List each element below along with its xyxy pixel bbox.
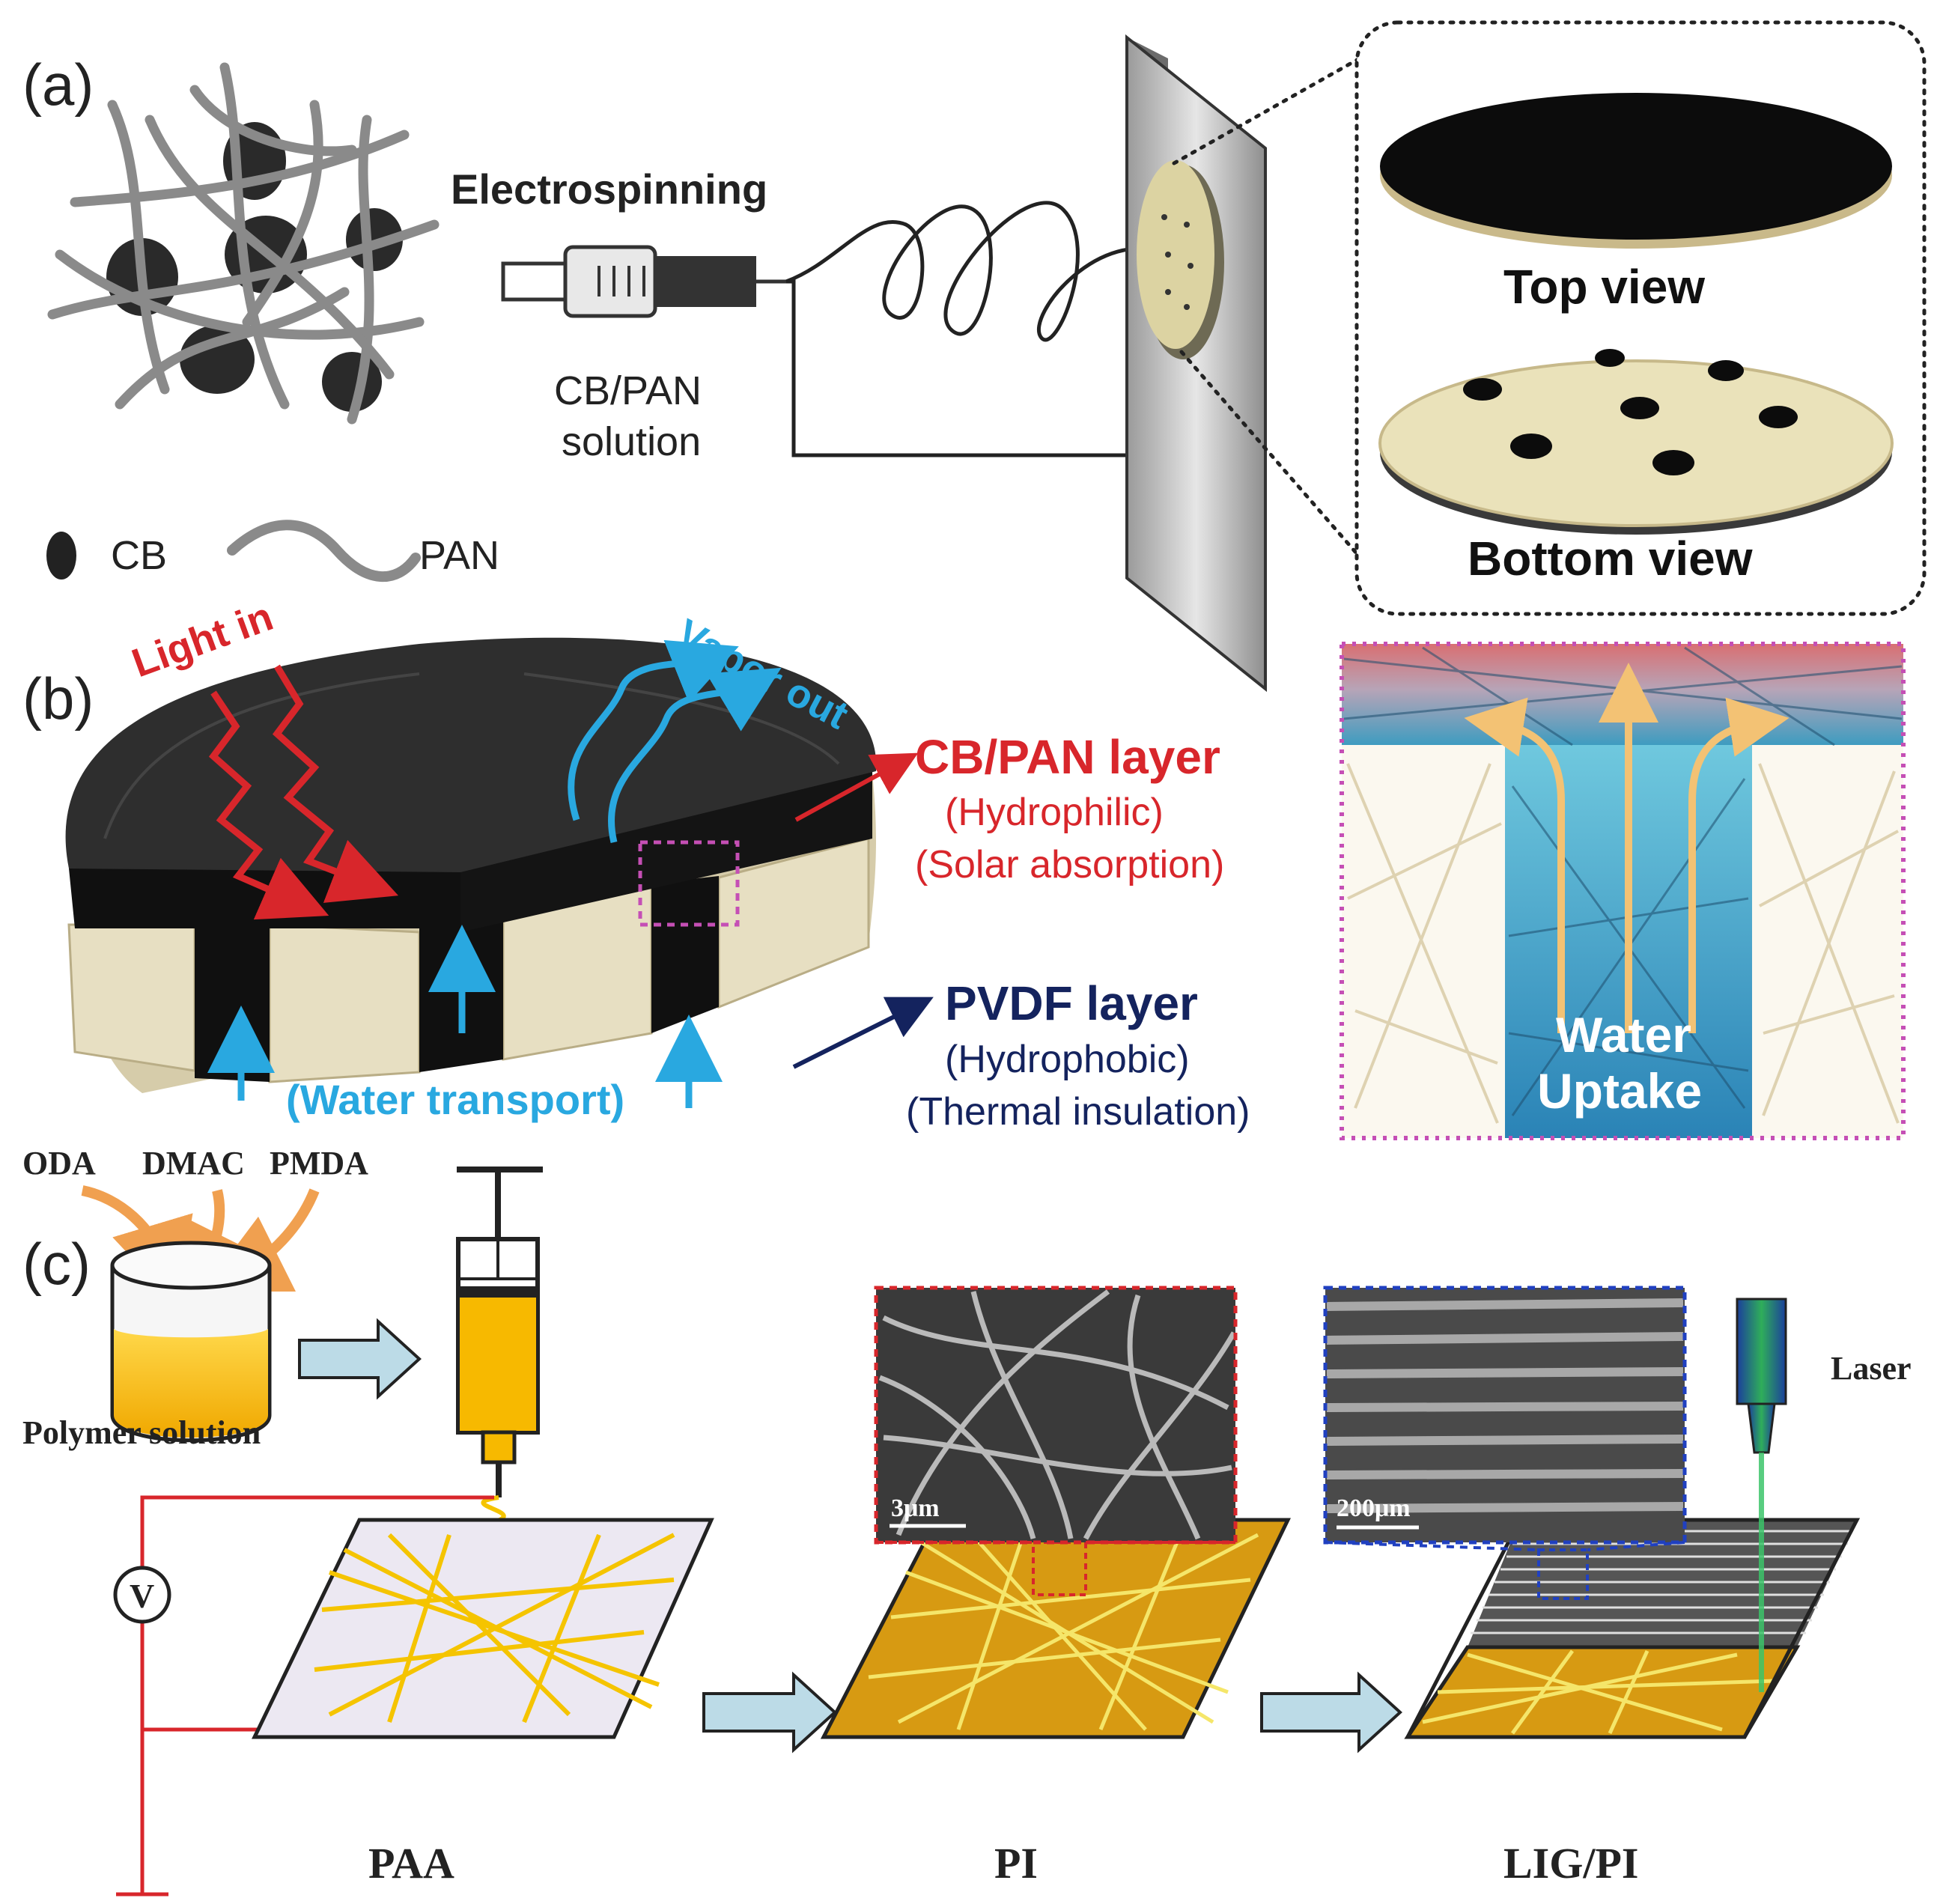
cb-pan-layer-title: CB/PAN layer	[915, 730, 1220, 784]
beaker	[110, 1241, 272, 1443]
reagent-pmda: PMDA	[270, 1145, 368, 1181]
laser-label: Laser	[1831, 1350, 1912, 1387]
pan-legend-symbol	[227, 520, 421, 582]
cb-pan-solution-line1: CB/PAN	[554, 368, 702, 413]
legend: CB PAN	[46, 520, 499, 582]
sem-pi-scale-label: 3μm	[891, 1494, 940, 1522]
light-in-label: Light in	[127, 594, 279, 686]
water-transport-label: (Water transport)	[286, 1076, 624, 1123]
panel-a: (a)	[22, 20, 1927, 693]
cb-legend-symbol	[46, 532, 76, 580]
pan-legend-label: PAN	[419, 533, 499, 578]
bottom-view-label: Bottom view	[1468, 532, 1753, 586]
top-view-disk	[1380, 93, 1892, 249]
evaporator-disk	[65, 637, 877, 1093]
water-uptake-line1: Water	[1556, 1007, 1691, 1062]
lig-pi-mat	[1404, 1518, 1861, 1739]
voltmeter-label: V	[130, 1577, 154, 1615]
polymer-solution-label: Polymer solution	[22, 1414, 261, 1451]
panel-c: (c) ODA DMAC PMDA Polymer solution	[22, 1145, 1912, 1897]
pi-mat	[820, 1518, 1291, 1739]
bottom-view-disk	[1378, 349, 1894, 535]
paa-label: PAA	[368, 1839, 454, 1888]
syringe-c	[440, 1167, 543, 1634]
voltmeter	[113, 1566, 171, 1624]
cb-pan-layer-line1: (Hydrophilic)	[945, 791, 1164, 834]
sem-lig-scale-label: 200μm	[1337, 1494, 1411, 1522]
pvdf-layer-line2: (Thermal insulation)	[906, 1090, 1250, 1134]
process-arrow-3	[1260, 1671, 1402, 1754]
cb-pan-pointer-arrow	[794, 752, 919, 822]
sem-lig-image	[1323, 1286, 1687, 1545]
reagent-oda: ODA	[22, 1145, 96, 1181]
light-in-arrows	[208, 664, 399, 920]
water-uptake-zoom	[1340, 642, 1906, 1140]
syringe-a	[501, 245, 786, 318]
panel-a-label: (a)	[22, 52, 94, 118]
process-arrow-1	[298, 1318, 422, 1400]
lig-pi-label: LIG/PI	[1503, 1839, 1639, 1888]
laser-head	[1736, 1298, 1787, 1692]
cb-pan-network-illustration	[47, 62, 440, 425]
paa-mat	[252, 1518, 714, 1739]
reagent-dmac: DMAC	[142, 1145, 245, 1181]
electrospinning-label: Electrospinning	[451, 165, 767, 213]
pvdf-pointer-arrow	[792, 997, 934, 1069]
panel-c-label: (c)	[22, 1231, 91, 1297]
cb-pan-solution-line2: solution	[562, 419, 701, 464]
pi-label: PI	[994, 1839, 1038, 1888]
process-arrow-2	[702, 1671, 837, 1754]
water-uptake-line2: Uptake	[1537, 1063, 1702, 1119]
vapor-out-arrows	[568, 639, 782, 844]
pvdf-layer-title: PVDF layer	[945, 976, 1198, 1030]
panel-b-label: (b)	[22, 666, 94, 732]
panel-b: (b) Light in	[22, 594, 1906, 1140]
collector-plate	[1125, 34, 1267, 693]
water-transport-arrows	[207, 925, 723, 1108]
top-view-label: Top view	[1503, 260, 1705, 314]
cb-pan-layer-line2: (Solar absorption)	[915, 843, 1224, 886]
sem-pi-image	[874, 1286, 1238, 1545]
pvdf-layer-line1: (Hydrophobic)	[945, 1038, 1190, 1081]
cb-legend-label: CB	[111, 533, 167, 578]
